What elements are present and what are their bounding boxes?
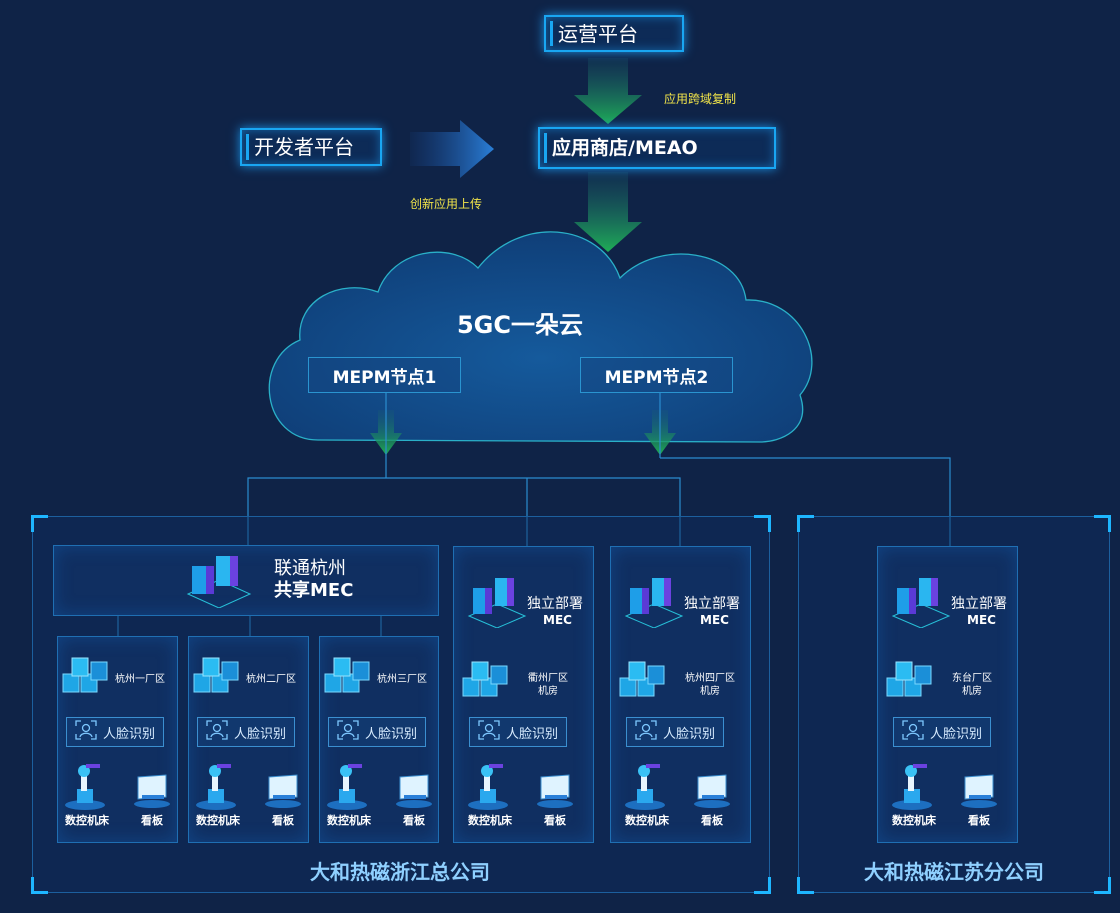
site-name-label: 衢州厂区 [528,673,568,684]
cnc-machine-label: 数控机床 [65,814,109,827]
edge-server-icon [618,660,672,708]
cnc-machine-icon [465,761,511,815]
ops-platform-label: 运营平台 [558,21,638,46]
site-room-name: 机房 [700,685,720,697]
kanban-board-icon [959,773,999,813]
face-recognition-icon [478,720,500,744]
face-recognition-icon [902,720,924,744]
edge-server-icon [323,656,377,704]
edge-server-icon [461,660,515,708]
deploy-mode-label: 独立部署 [684,596,740,612]
face-recognition-label: 人脸识别 [233,726,286,742]
server-cluster-icon [184,552,254,612]
arrow-dev-to-store [410,120,494,178]
zhejiang-company-title: 大和热磁浙江总公司 [310,860,490,884]
face-recognition-box[interactable]: 人脸识别 [66,717,164,747]
deploy-mode-label: 独立部署 [951,596,1007,612]
app-store-label: 应用商店/MEAO [552,136,698,159]
cnc-machine-label: 数控机床 [468,814,512,827]
cloud-title: 5GC一朵云 [456,311,583,339]
cnc-machine-label: 数控机床 [625,814,669,827]
jiangsu-company-title: 大和热磁江苏分公司 [864,860,1044,884]
site-room-label: 衢州厂区机房 [523,673,573,698]
face-recognition-box[interactable]: 人脸识别 [626,717,724,747]
kanban-board-label: 看板 [544,814,566,827]
face-recognition-label: 人脸识别 [364,726,417,742]
upload-app-label: 创新应用上传 [410,197,483,211]
kanban-board-icon [263,773,303,813]
site-name-label: 杭州一厂区 [115,674,165,685]
mepm-node-2[interactable]: MEPM节点2 [580,357,733,393]
site-name-label: 杭州三厂区 [377,674,427,685]
arrow-ops-to-store [574,58,642,124]
cnc-machine-icon [889,761,935,815]
mepm-node-1[interactable]: MEPM节点1 [308,357,461,393]
cnc-machine-icon [622,761,668,815]
face-recognition-box[interactable]: 人脸识别 [328,717,426,747]
kanban-board-icon [394,773,434,813]
cnc-machine-label: 数控机床 [892,814,936,827]
developer-platform-label: 开发者平台 [254,135,354,159]
site-room-name: 机房 [538,685,558,697]
cnc-machine-label: 数控机床 [327,814,371,827]
face-recognition-label: 人脸识别 [662,726,715,742]
site-name-label: 杭州二厂区 [246,674,296,685]
site-room-name: 机房 [962,685,982,697]
face-recognition-label: 人脸识别 [505,726,558,742]
face-recognition-icon [206,720,228,744]
mec-label: MEC [543,613,572,627]
face-recognition-label: 人脸识别 [929,726,982,742]
face-recognition-box[interactable]: 人脸识别 [469,717,567,747]
ops-platform-box[interactable]: 运营平台 [544,15,684,52]
app-store-box[interactable]: 应用商店/MEAO [538,127,776,169]
mec-label: MEC [967,613,996,627]
developer-platform-box[interactable]: 开发者平台 [240,128,382,166]
shared-mec-box[interactable]: 联通杭州 共享MEC [53,545,439,616]
face-recognition-label: 人脸识别 [102,726,155,742]
cnc-machine-label: 数控机床 [196,814,240,827]
cnc-machine-icon [62,761,108,815]
kanban-board-label: 看板 [968,814,990,827]
cnc-machine-icon [324,761,370,815]
site-room-label: 东台厂区机房 [947,673,997,698]
kanban-board-label: 看板 [701,814,723,827]
server-cluster-icon [624,574,684,632]
mec-label: MEC [700,613,729,627]
site-room-label: 杭州四厂区机房 [680,673,740,698]
face-recognition-icon [75,720,97,744]
kanban-board-icon [535,773,575,813]
face-recognition-icon [337,720,359,744]
edge-server-icon [885,660,939,708]
kanban-board-label: 看板 [403,814,425,827]
edge-server-icon [192,656,246,704]
face-recognition-box[interactable]: 人脸识别 [197,717,295,747]
face-recognition-box[interactable]: 人脸识别 [893,717,991,747]
cross-domain-copy-label: 应用跨域复制 [664,92,737,106]
site-name-label: 杭州四厂区 [685,673,735,684]
shared-mec-line2: 共享MEC [274,579,354,601]
kanban-board-label: 看板 [141,814,163,827]
arrow-store-to-cloud [574,172,642,252]
kanban-board-label: 看板 [272,814,294,827]
cnc-machine-icon [193,761,239,815]
shared-mec-line1: 联通杭州 [274,558,346,579]
kanban-board-icon [692,773,732,813]
server-cluster-icon [467,574,527,632]
server-cluster-icon [891,574,951,632]
edge-server-icon [61,656,115,704]
deploy-mode-label: 独立部署 [527,596,583,612]
kanban-board-icon [132,773,172,813]
site-name-label: 东台厂区 [952,673,992,684]
face-recognition-icon [635,720,657,744]
